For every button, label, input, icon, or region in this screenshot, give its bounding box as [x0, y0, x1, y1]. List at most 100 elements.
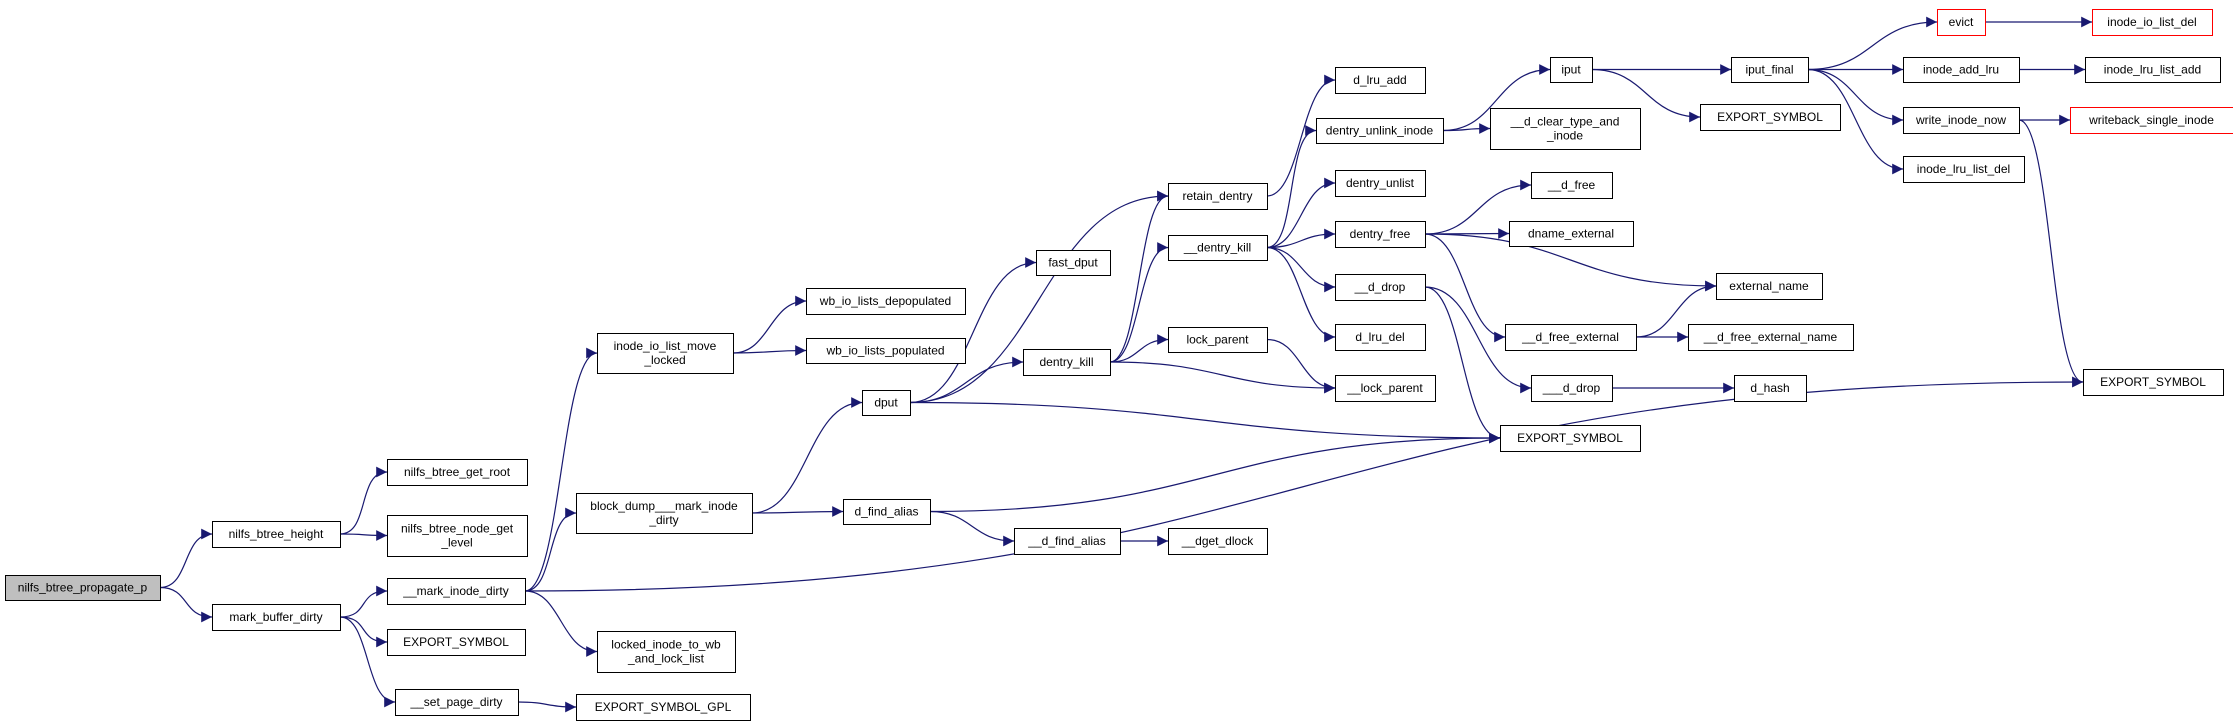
node-dget-dlock[interactable]: __dget_dlock [1168, 528, 1268, 555]
node-box [1316, 118, 1444, 144]
node-mark-inode-dirty[interactable]: __mark_inode_dirty [387, 578, 526, 605]
node-d-hash[interactable]: d_hash [1734, 375, 1807, 402]
node-inode-io-list-del[interactable]: inode_io_list_del [2092, 9, 2213, 36]
node-box [1734, 375, 1807, 402]
node-label: __dentry_kill [1183, 241, 1251, 255]
node-export-symbol-d[interactable]: EXPORT_SYMBOL [2083, 369, 2224, 396]
node-box [576, 493, 753, 534]
node-dentry-unlink-inode[interactable]: dentry_unlink_inode [1316, 118, 1444, 144]
edge-root-to-nilfs-btree-height [159, 528, 213, 589]
node-nilfs-btree-get-root[interactable]: nilfs_btree_get_root [387, 459, 528, 486]
node-evict[interactable]: evict [1937, 9, 1986, 36]
node-inode-lru-list-del[interactable]: inode_lru_list_del [1903, 156, 2025, 183]
node-label: retain_dentry [1182, 189, 1252, 203]
node-set-page-dirty[interactable]: __set_page_dirty [395, 689, 519, 716]
node-writeback-single-inode[interactable]: writeback_single_inode [2070, 107, 2233, 134]
nodes-layer: nilfs_btree_propagate_p nilfs_btree_heigh… [5, 9, 2233, 721]
node-block-dump[interactable]: block_dump___mark_inode_dirty [576, 493, 753, 534]
edge-dentry-kill-inner-to-d-lru-del [1266, 246, 1336, 343]
edge-d-find-alias-to-d-find-alias-inner [929, 510, 1015, 547]
node-d-free[interactable]: __d_free [1531, 172, 1613, 199]
node-d-find-alias-inner[interactable]: __d_find_alias [1014, 528, 1121, 555]
node-box [1716, 273, 1823, 300]
node-lock-parent[interactable]: lock_parent [1168, 327, 1268, 353]
node-box [1168, 183, 1268, 210]
node-nilfs-btree-height[interactable]: nilfs_btree_height [212, 521, 341, 548]
node-label: __mark_inode_dirty [402, 584, 508, 598]
node-d-drop-inner[interactable]: ___d_drop [1531, 375, 1613, 402]
node-box [1168, 235, 1268, 261]
node-box [1509, 221, 1634, 247]
node-label: write_inode_now [1915, 113, 2006, 127]
node-box [1335, 67, 1426, 94]
node-inode-io-list-move-locked[interactable]: inode_io_list_move_locked [597, 333, 734, 374]
node-dentry-kill[interactable]: dentry_kill [1023, 349, 1111, 376]
node-box [862, 390, 911, 416]
node-write-inode-now[interactable]: write_inode_now [1903, 107, 2020, 134]
node-dentry-unlist[interactable]: dentry_unlist [1335, 170, 1426, 197]
node-dname-external[interactable]: dname_external [1509, 221, 1634, 247]
node-label: writeback_single_inode [2088, 113, 2214, 127]
node-box [1937, 9, 1986, 36]
edges-layer [159, 16, 2092, 713]
node-dentry-kill-inner[interactable]: __dentry_kill [1168, 235, 1268, 261]
node-d-free-external[interactable]: __d_free_external [1505, 324, 1637, 351]
node-export-symbol-c[interactable]: EXPORT_SYMBOL [1700, 104, 1841, 131]
node-inode-add-lru[interactable]: inode_add_lru [1903, 57, 2020, 83]
node-d-drop[interactable]: __d_drop [1335, 274, 1426, 301]
node-label: _dirty [648, 513, 678, 527]
node-export-symbol-b[interactable]: EXPORT_SYMBOL [1500, 425, 1641, 452]
edge-iput-final-to-inode-lru-list-del [1807, 68, 1904, 175]
edge-mark-inode-dirty-to-locked-inode-to-wb [524, 590, 598, 657]
node-label: _and_lock_list [627, 652, 705, 666]
node-box [2085, 57, 2221, 83]
node-inode-lru-list-add[interactable]: inode_lru_list_add [2085, 57, 2221, 83]
node-box [1335, 221, 1426, 248]
edge-iput-to-export-symbol-c [1591, 68, 1701, 123]
node-lock-parent-inner[interactable]: __lock_parent [1335, 375, 1436, 402]
node-d-lru-add[interactable]: d_lru_add [1335, 67, 1426, 94]
node-label: _level [440, 536, 472, 550]
node-d-find-alias[interactable]: d_find_alias [843, 499, 931, 525]
node-label: EXPORT_SYMBOL [2100, 375, 2206, 389]
node-export-symbol-a[interactable]: EXPORT_SYMBOL [387, 629, 526, 656]
edge-mark-inode-dirty-to-block-dump [524, 507, 577, 592]
node-box [1168, 528, 1268, 555]
edge-dentry-free-to-external-name [1424, 233, 1717, 292]
node-box [1505, 324, 1637, 351]
node-mark-buffer-dirty[interactable]: mark_buffer_dirty [212, 604, 341, 631]
edge-mark-inode-dirty-to-inode-io-list-move-locked [524, 347, 598, 592]
node-d-free-external-name[interactable]: __d_free_external_name [1688, 324, 1854, 351]
node-iput-final[interactable]: iput_final [1731, 57, 1809, 83]
node-box [843, 499, 931, 525]
node-label: inode_io_list_del [2107, 15, 2196, 29]
node-label: inode_add_lru [1923, 63, 1999, 77]
node-label: lock_parent [1186, 333, 1249, 347]
node-dentry-free[interactable]: dentry_free [1335, 221, 1426, 248]
edge-mark-buffer-dirty-to-export-symbol-a [339, 616, 388, 648]
node-label: nilfs_btree_get_root [404, 465, 511, 479]
edge-dput-to-export-symbol-b [909, 401, 1501, 444]
node-box [597, 333, 734, 374]
node-export-symbol-gpl[interactable]: EXPORT_SYMBOL_GPL [576, 694, 751, 721]
node-label: inode_lru_list_add [2104, 63, 2201, 77]
node-wb-io-lists-depopulated[interactable]: wb_io_lists_depopulated [806, 288, 966, 315]
node-root[interactable]: nilfs_btree_propagate_p [5, 575, 161, 601]
node-label: __lock_parent [1346, 381, 1423, 395]
node-nilfs-btree-node-get-level[interactable]: nilfs_btree_node_get_level [387, 515, 528, 557]
node-fast-dput[interactable]: fast_dput [1036, 250, 1111, 276]
node-box [1335, 274, 1426, 301]
node-box [1903, 107, 2020, 134]
node-label: d_lru_del [1355, 330, 1404, 344]
node-wb-io-lists-populated[interactable]: wb_io_lists_populated [806, 338, 966, 364]
node-external-name[interactable]: external_name [1716, 273, 1823, 300]
edge-d-free-external-to-external-name [1635, 280, 1717, 338]
node-locked-inode-to-wb[interactable]: locked_inode_to_wb_and_lock_list [597, 631, 736, 673]
node-retain-dentry[interactable]: retain_dentry [1168, 183, 1268, 210]
edge-dentry-unlink-inode-to-iput [1442, 64, 1551, 132]
node-dput[interactable]: dput [862, 390, 911, 416]
node-d-clear-type-and-inode[interactable]: __d_clear_type_and_inode [1490, 108, 1641, 150]
node-d-lru-del[interactable]: d_lru_del [1335, 324, 1426, 351]
node-iput[interactable]: iput [1550, 57, 1593, 83]
edge-set-page-dirty-to-export-symbol-gpl [517, 701, 577, 713]
